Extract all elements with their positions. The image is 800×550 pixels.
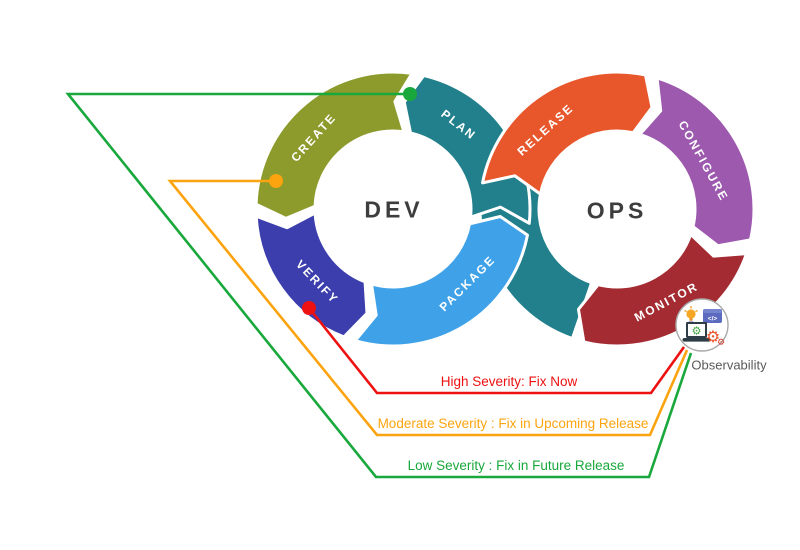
segment-package <box>353 214 529 348</box>
segment-verify <box>254 211 369 339</box>
severity-label-moderate: Moderate Severity : Fix in Upcoming Rele… <box>377 416 649 431</box>
connector-line-high <box>307 307 686 395</box>
gear-green-icon: ⚙ <box>692 325 702 338</box>
severity-label-high: High Severity: Fix Now <box>440 374 578 389</box>
connector-dot-low <box>403 87 417 101</box>
segment-plan <box>402 74 532 225</box>
segment-release <box>481 70 654 196</box>
svg-text:</>: </> <box>708 316 718 323</box>
connector-dot-high <box>302 301 316 315</box>
code-window-icon: </> <box>703 309 722 323</box>
connector-dot-moderate <box>269 174 283 188</box>
laptop-icon: ⚙ <box>682 322 711 342</box>
dev-ring-label: DEV <box>364 196 424 223</box>
gear-orange-icon: ⚙ <box>706 327 720 346</box>
gear-red-icon: ⚙ <box>717 338 725 348</box>
segment-create <box>254 70 414 220</box>
segment-configure <box>638 76 756 248</box>
severity-label-low: Low Severity : Fix in Future Release <box>407 458 625 473</box>
connector-line-low <box>65 92 693 479</box>
ops-ring-label: OPS <box>586 197 648 224</box>
observability-icon: </> ⚙ ⚙ ⚙ <box>675 298 729 352</box>
connector-line-moderate <box>167 179 689 437</box>
observability-label: Observability <box>691 357 767 373</box>
lightbulb-icon <box>684 306 698 325</box>
